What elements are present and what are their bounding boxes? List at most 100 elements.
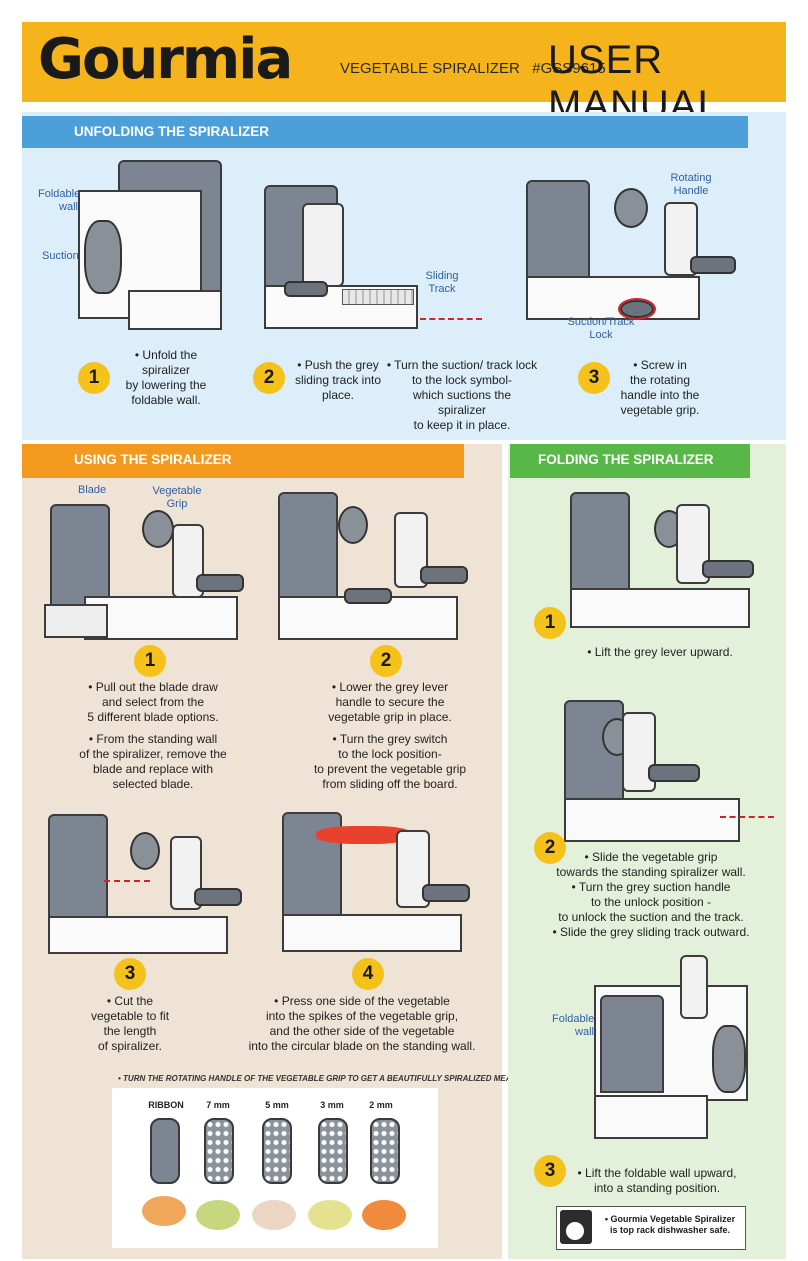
label-suction: Suction <box>42 250 79 262</box>
unfold-step-3-text: • Screw in the rotating handle into the … <box>620 358 700 417</box>
dishwasher-note: • Gourmia Vegetable Spiralizer is top ra… <box>604 1214 736 1235</box>
spiralizer-illustration-unfold-3 <box>524 180 736 330</box>
suction-disc <box>712 1025 746 1093</box>
veg-ribbon-result <box>142 1196 186 1226</box>
standing-wall <box>600 995 664 1093</box>
spiralizer-illustration-using-2 <box>276 492 468 642</box>
slide-out-arrow <box>720 816 774 818</box>
blade-7mm <box>204 1118 234 1184</box>
brand-logo: Gourmia <box>38 27 293 92</box>
blade-label-2mm: 2 mm <box>369 1100 393 1110</box>
unfold-step-1-number: 1 <box>78 362 110 394</box>
fold-step-2-text: • Slide the vegetable grip towards the s… <box>552 850 750 939</box>
grey-lever <box>284 281 328 297</box>
spiralize-tip: • TURN THE ROTATING HANDLE OF THE VEGETA… <box>118 1074 520 1083</box>
label-sliding-track: Sliding Track <box>425 270 459 295</box>
using-step-1-text: • Pull out the blade draw and select fro… <box>87 680 219 724</box>
using-step-4-text: • Press one side of the vegetable into t… <box>248 994 476 1053</box>
unfolding-title: UNFOLDING THE SPIRALIZER <box>74 124 269 139</box>
device-base <box>564 798 740 842</box>
label-foldable-wall-fold: Foldable wall <box>552 1013 595 1038</box>
unfold-step-3-number: 3 <box>578 362 610 394</box>
veg-5mm-result <box>252 1200 296 1230</box>
blade-label-7mm: 7 mm <box>206 1100 230 1110</box>
spiralizer-illustration-using-4 <box>262 808 472 954</box>
blade-label-ribbon: RIBBON <box>148 1100 184 1110</box>
vegetable-grip <box>302 203 344 287</box>
veg-3mm-result <box>308 1200 352 1230</box>
circular-blade <box>614 188 648 228</box>
standing-wall <box>570 492 630 606</box>
rotating-handle <box>622 712 656 792</box>
product-name: VEGETABLE SPIRALIZER #GSS9615 <box>340 60 606 77</box>
standing-wall <box>278 492 338 608</box>
spiralizer-illustration-unfold-1 <box>78 150 228 335</box>
label-suction-lock: Suction/Track Lock <box>567 316 635 341</box>
grey-lever <box>344 588 392 604</box>
spiralizer-illustration-fold-1 <box>568 492 768 634</box>
unfold-step-2-number: 2 <box>253 362 285 394</box>
fold-step-2-number: 2 <box>534 832 566 864</box>
folding-title: FOLDING THE SPIRALIZER <box>538 452 714 467</box>
using-step-3-text: • Cut the vegetable to fit the length of… <box>90 994 170 1053</box>
blade-2mm <box>370 1118 400 1184</box>
blade-label-5mm: 5 mm <box>265 1100 289 1110</box>
distance-arrow <box>104 880 150 882</box>
suction-track-lock <box>618 298 656 320</box>
blade-drawer <box>128 290 222 330</box>
dishwasher-door-icon <box>566 1222 584 1240</box>
using-header-bar: USING THE SPIRALIZER <box>22 444 464 478</box>
device-base <box>526 276 700 320</box>
folding-header-bar: FOLDING THE SPIRALIZER <box>510 444 750 478</box>
handle-knob <box>422 884 470 902</box>
handle-knob <box>420 566 468 584</box>
label-blade: Blade <box>78 484 107 496</box>
unfold-step-2-text: • Push the grey sliding track into place… <box>294 358 382 402</box>
spiralizer-illustration-fold-3 <box>594 955 754 1145</box>
label-vegetable-grip: Vegetable Grip <box>152 485 202 510</box>
label-rotating-handle: Rotating Handle <box>670 172 712 197</box>
spiralizer-illustration-using-1 <box>44 500 244 640</box>
using-step-1-number: 1 <box>134 645 166 677</box>
header-banner <box>22 22 786 102</box>
device-base <box>570 588 750 628</box>
handle-knob <box>702 560 754 578</box>
blade-ribbon <box>150 1118 180 1184</box>
unfold-step-1-text: • Unfold the spiralizer by lowering the … <box>125 348 207 407</box>
device-base <box>84 596 238 640</box>
using-step-3-number: 3 <box>114 958 146 990</box>
device-base <box>282 914 462 952</box>
fold-step-1-number: 1 <box>534 607 566 639</box>
spiralizer-illustration-using-3 <box>44 812 244 954</box>
suction-disc <box>84 220 122 294</box>
circular-blade <box>338 506 368 544</box>
using-step-4-number: 4 <box>352 958 384 990</box>
veg-2mm-result <box>362 1200 406 1230</box>
fold-step-3-number: 3 <box>534 1155 566 1187</box>
handle-knob <box>196 574 244 592</box>
using-step-2-number: 2 <box>370 645 402 677</box>
handle-knob <box>648 764 700 782</box>
blade-label-3mm: 3 mm <box>320 1100 344 1110</box>
handle-knob <box>690 256 736 274</box>
device-base <box>48 916 228 954</box>
using-step-1-text2: • From the standing wall of the spiraliz… <box>79 732 227 791</box>
unfolding-header-bar: UNFOLDING THE SPIRALIZER <box>22 116 748 148</box>
fold-step-3-text: • Lift the foldable wall upward, into a … <box>577 1166 737 1195</box>
handle-knob <box>194 888 242 906</box>
rotating-handle <box>680 955 708 1019</box>
label-foldable-wall: Foldable wall <box>38 188 81 213</box>
veg-7mm-result <box>196 1200 240 1230</box>
circular-blade <box>130 832 160 870</box>
using-step-2-text: • Lower the grey lever handle to secure … <box>328 680 452 724</box>
push-arrow <box>420 318 482 320</box>
standing-wall <box>526 180 590 288</box>
blade-drawer-open <box>44 604 108 638</box>
vegetable-carrot <box>316 826 412 844</box>
using-step-2-text2: • Turn the grey switch to the lock posit… <box>313 732 467 791</box>
spiralizer-illustration-fold-2 <box>562 700 762 846</box>
circular-blade <box>142 510 174 548</box>
fold-step-1-text: • Lift the grey lever upward. <box>587 645 733 659</box>
sliding-track <box>342 289 414 305</box>
using-title: USING THE SPIRALIZER <box>74 452 232 467</box>
